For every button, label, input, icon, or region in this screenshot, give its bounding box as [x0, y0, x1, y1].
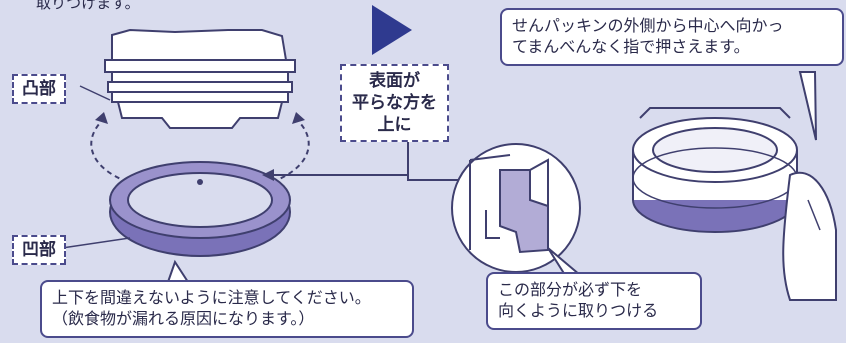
concave-label: 凹部 [12, 235, 66, 266]
flat-side-line-2: 平らな方を [352, 93, 437, 114]
convex-label: 凸部 [12, 74, 66, 105]
flat-side-label: 表面が 平らな方を 上に [340, 64, 449, 143]
flat-side-line-3: 上に [377, 115, 412, 136]
packing-ring [109, 161, 291, 257]
part-down-line-1: この部分が必ず下を [498, 280, 643, 299]
flat-side-line-1: 表面が [369, 71, 420, 91]
part-down-line-2: 向くように取りつける [498, 300, 659, 320]
caution-callout: 上下を間違えないように注意してください。 （飲食物が漏れる原因になります。） [40, 280, 414, 338]
top-partial-text: 取りつけます。 [36, 0, 140, 12]
part-down-callout: この部分が必ず下を 向くように取りつける [486, 272, 702, 330]
press-instruction-callout: せんパッキンの外側から中心へ向かっ てまんべんなく指で押さえます。 [500, 8, 844, 66]
caution-line-2: （飲食物が漏れる原因になります。） [52, 308, 315, 328]
caution-line-1: 上下を間違えないように注意してください。 [52, 288, 371, 307]
direction-triangle-icon [372, 5, 412, 55]
cross-section-zoom [451, 143, 581, 273]
press-line-2: てまんべんなく指で押さえます。 [512, 36, 750, 56]
cap-part-left [104, 28, 296, 129]
fit-arrows [90, 112, 310, 183]
press-line-1: せんパッキンの外側から中心へ向かっ [512, 16, 784, 35]
hand-pressing-packing [632, 107, 837, 301]
